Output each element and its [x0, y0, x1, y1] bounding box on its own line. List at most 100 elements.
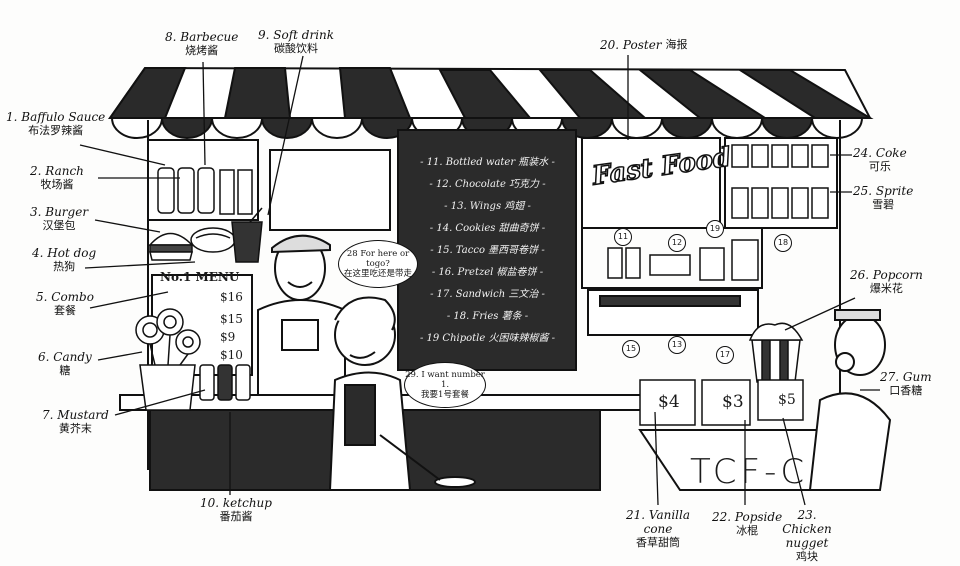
label-en: 7. Mustard [42, 408, 109, 422]
awning-scallop [710, 117, 764, 139]
condiment-bottles [157, 167, 253, 401]
speech-bubble-customer: 29. I want number 1. 我要1号套餐 [404, 362, 486, 408]
drink-bottles-shelf [607, 144, 829, 281]
shelf-number: 19 [706, 220, 724, 238]
menu-price: $16 [220, 290, 243, 304]
cashier-character [257, 234, 346, 396]
hotdog [190, 227, 236, 253]
speech-bubble-cashier: 28 For here or togo? 在这里吃还是带走 [338, 240, 418, 288]
label-zh: 海报 [665, 38, 688, 51]
menu-title: No.1 MENU [160, 270, 240, 284]
awning-scallop [310, 117, 364, 139]
chalkboard-item: - 13. Wings 鸡翅 - [444, 201, 531, 212]
menu-price: $10 [220, 348, 243, 362]
awning-scallop [610, 117, 664, 139]
label-zh: 套餐 [53, 304, 76, 317]
label-zh: 热狗 [53, 260, 76, 273]
bubble-text: 29. I want number 1. [405, 370, 485, 390]
awning-scallop [810, 117, 864, 139]
label-zh: 烧烤酱 [185, 44, 219, 57]
menu-price: $9 [220, 330, 236, 344]
label-en: 3. Burger [30, 205, 89, 219]
label-en: 25. Sprite [853, 184, 914, 198]
label-zh: 布法罗辣酱 [28, 124, 84, 137]
shelf-number: 15 [622, 340, 640, 358]
label-zh: 雪碧 [872, 198, 895, 211]
label-zh: 糖 [59, 364, 71, 377]
label-en: 4. Hot dog [32, 246, 97, 260]
price-tag-vanilla-cone: $4 [658, 392, 680, 412]
label-en: 1. Baffulo Sauce [6, 110, 106, 124]
bubble-text: 28 For here or togo? [346, 249, 410, 269]
label-zh: 番茄酱 [219, 510, 253, 523]
label-zh: 香草甜筒 [636, 536, 680, 549]
label-zh: 口香糖 [889, 384, 923, 397]
label-zh: 黄芥末 [58, 422, 92, 435]
chalkboard-item: - 14. Cookies 甜曲奇饼 - [429, 223, 546, 234]
chalkboard-item: - 17. Sandwich 三文治 - [430, 289, 545, 300]
label-zh: 汉堡包 [42, 219, 76, 232]
awning-scallop [660, 117, 714, 139]
chalkboard-item: - 16. Pretzel 椒盐卷饼 - [431, 267, 544, 278]
burger [148, 232, 194, 261]
menu-board: No.1 MENU $16 $15 $9 $10 [160, 270, 260, 362]
leader-lines [79, 55, 880, 506]
awning-scallop [110, 117, 164, 139]
bubble-text-zh: 在这里吃还是带走 [343, 269, 412, 279]
shelf-number: 13 [668, 336, 686, 354]
awning-scallop [160, 117, 214, 139]
label-en: 5. Combo [36, 290, 94, 304]
chalkboard-menu: - 11. Bottled water 瓶装水 - - 12. Chocolat… [405, 140, 570, 365]
label-en: 8. Barbecue [165, 30, 239, 44]
gum-character [808, 309, 892, 491]
label-en: 27. Gum [880, 370, 932, 384]
chalkboard-item: - 11. Bottled water 瓶装水 - [420, 157, 555, 168]
chalkboard-item: - 18. Fries 薯条 - [446, 311, 529, 322]
candy-bucket [135, 308, 201, 411]
menu-price: $15 [220, 312, 243, 326]
label-en: 22. Popside [712, 510, 783, 524]
shelf-number: 17 [716, 346, 734, 364]
awning-scallop [210, 117, 264, 139]
label-en: 26. Popcorn [850, 268, 923, 282]
awning-scallop [760, 117, 814, 139]
shelf-number: 12 [668, 234, 686, 252]
label-en: 6. Candy [38, 350, 92, 364]
label-en: 10. ketchup [200, 496, 272, 510]
label-zh: 鸡块 [796, 550, 818, 563]
label-zh: 冰棍 [736, 524, 759, 537]
awning [108, 66, 874, 119]
label-zh: 爆米花 [869, 282, 903, 295]
chalkboard-item: - 15. Tacco 墨西哥卷饼 - [430, 245, 545, 256]
label-zh: 可乐 [868, 160, 891, 173]
popcorn-bucket [748, 322, 804, 383]
price-tag-popsicle: $3 [722, 392, 744, 412]
bubble-text-zh: 我要1号套餐 [421, 390, 469, 400]
label-en: 9. Soft drink [258, 28, 335, 42]
price-signs [639, 379, 804, 426]
label-zh: 牧场酱 [40, 178, 74, 191]
store-sign: TCF-C [690, 452, 809, 492]
chalkboard-item: - 12. Chocolate 巧克力 - [429, 179, 546, 190]
shelf-number: 18 [774, 234, 792, 252]
price-tag-chicken-nugget: $5 [778, 392, 796, 408]
